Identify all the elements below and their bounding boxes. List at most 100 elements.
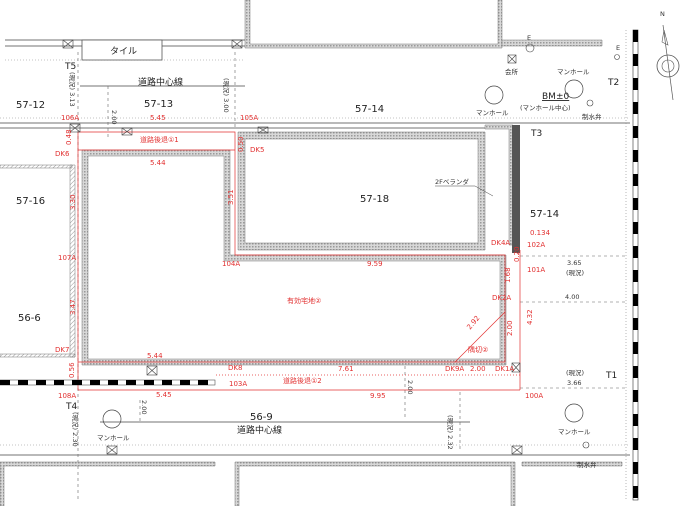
annotation-d959: 9.59 — [367, 260, 383, 268]
lot-57-16: 57-16 — [16, 196, 45, 207]
electric-pole-icon — [525, 43, 535, 53]
annotation-p106A: 106A — [61, 114, 79, 122]
catch-basin-label: 会所 — [505, 67, 519, 76]
annotation-p105A: 105A — [240, 114, 258, 122]
fixtures — [102, 43, 620, 449]
building-57-18 — [237, 131, 486, 251]
annotation-d048: 0.48 — [65, 129, 73, 145]
road-center-label: 道路中心線 — [138, 76, 183, 88]
compass-icon: N — [656, 10, 680, 101]
road-center-label: 道路中心線 — [237, 424, 282, 436]
annotation-d020: 0.20 — [513, 246, 521, 262]
north-label: N — [660, 10, 665, 18]
annotation-p100A: 100A — [525, 392, 543, 400]
annotation-p103A: 103A — [229, 380, 247, 388]
scale-bar — [632, 29, 639, 501]
annotation-d200v: 2.00 — [506, 320, 514, 336]
red-annotations: 106A 105A 107A 108A 104A 103A 102A 101A … — [55, 114, 551, 400]
box-markers — [62, 39, 523, 455]
annotation-d168: 1.68 — [504, 267, 512, 283]
dim-note: (現況) — [566, 368, 584, 377]
annotation-p107A: 107A — [58, 254, 76, 262]
traverse-point-t4: T4 — [65, 402, 77, 412]
traverse-point-t1: T1 — [605, 371, 617, 381]
annotation-d347: 3.47 — [69, 299, 77, 315]
lot-57-12: 57-12 — [16, 100, 45, 111]
manhole-label: マンホール — [476, 109, 509, 117]
lower-walls — [0, 461, 623, 506]
annotation-p101A: 101A — [527, 266, 545, 274]
dim-note: (現況) — [566, 268, 584, 277]
top-walls — [0, 0, 603, 358]
dim-365: 3.65 — [567, 259, 581, 267]
annotation-d544b: 5.44 — [147, 352, 163, 360]
dim-366: 3.66 — [567, 379, 581, 387]
annotation-p104A: 104A — [222, 260, 240, 268]
striped-curb — [0, 379, 216, 386]
annotation-d330: 3.30 — [69, 194, 77, 210]
manhole-label: マンホール — [557, 68, 590, 76]
annotation-d761: 7.61 — [338, 365, 354, 373]
annotation-d544a: 5.44 — [150, 159, 166, 167]
annotation-corner: 隅切② — [468, 345, 488, 354]
annotation-d995: 9.95 — [370, 392, 386, 400]
annotation-d050: 0.50 — [237, 136, 245, 152]
lot-56-9: 56-9 — [250, 412, 273, 423]
annotation-dk8: DK8 — [228, 364, 242, 372]
annotation-dk5: DK5 — [250, 146, 264, 154]
water-valve-icon — [582, 441, 590, 449]
annotation-p108A: 108A — [58, 392, 76, 400]
annotation-d545a: 5.45 — [150, 114, 166, 122]
annotation-d545b: 5.45 — [156, 391, 172, 399]
annotation-setback1: 道路後退①1 — [140, 135, 179, 144]
annotation-d351: 3.51 — [227, 189, 235, 205]
manhole-icon — [484, 85, 504, 105]
traverse-point-t5: T5 — [64, 62, 76, 72]
annotation-effective: 有効宅地② — [287, 296, 321, 305]
dim-313: (現況) 3.13 — [68, 72, 77, 107]
lot-56-6: 56-6 — [18, 313, 41, 324]
annotation-setback2: 道路後退①2 — [283, 376, 322, 385]
pole-label: E — [527, 34, 531, 42]
dim-200: 2.00 — [110, 110, 118, 124]
dim-200: 2.00 — [140, 400, 148, 414]
lot-57-14-east: 57-14 — [530, 209, 559, 220]
lot-57-13: 57-13 — [144, 99, 173, 110]
veranda-label: 2Fベランダ — [435, 177, 469, 186]
lot-57-18: 57-18 — [360, 194, 389, 205]
dark-wall — [512, 125, 520, 253]
tile-area — [81, 39, 163, 61]
lot-boundary — [77, 131, 521, 391]
manhole-icon — [102, 409, 122, 429]
water-valve-label: 制水弁 — [582, 112, 602, 121]
lot-57-14: 57-14 — [355, 104, 384, 115]
manhole-label: マンホール — [97, 434, 130, 442]
annotation-d432: 4.32 — [526, 309, 534, 325]
annotation-d0134: 0.134 — [530, 229, 551, 237]
electric-pole-icon — [614, 54, 620, 60]
annotation-dk4a: DK4A — [491, 239, 510, 247]
dim-400: 4.00 — [565, 293, 579, 301]
annotation-dk1a: DK1A — [495, 365, 514, 373]
annotation-dk6: DK6 — [55, 150, 70, 158]
dim-200: 2.00 — [406, 380, 414, 394]
road-lines — [0, 30, 630, 500]
benchmark-note: (マンホール中心) — [520, 103, 571, 112]
annotation-d200h: 2.00 — [470, 365, 486, 373]
manhole-icon — [564, 403, 584, 423]
water-valve-icon — [586, 99, 594, 107]
annotation-dk9a: DK9A — [445, 365, 464, 373]
manhole-label: マンホール — [558, 428, 591, 436]
water-valve-label: 制水弁 — [577, 460, 597, 469]
dim-230: (現況) 2.30 — [71, 412, 80, 447]
annotation-d056: 0.56 — [68, 362, 76, 378]
annotation-p102A: 102A — [527, 241, 545, 249]
benchmark-label: BM±0 — [542, 92, 569, 102]
annotation-d292: 2.92 — [465, 314, 481, 331]
dim-232: (現況) 2.32 — [446, 415, 455, 450]
annotation-dk7: DK7 — [55, 346, 69, 354]
manhole-icon — [564, 79, 584, 99]
traverse-point-t3: T3 — [530, 129, 542, 139]
veranda-leader — [474, 185, 494, 197]
